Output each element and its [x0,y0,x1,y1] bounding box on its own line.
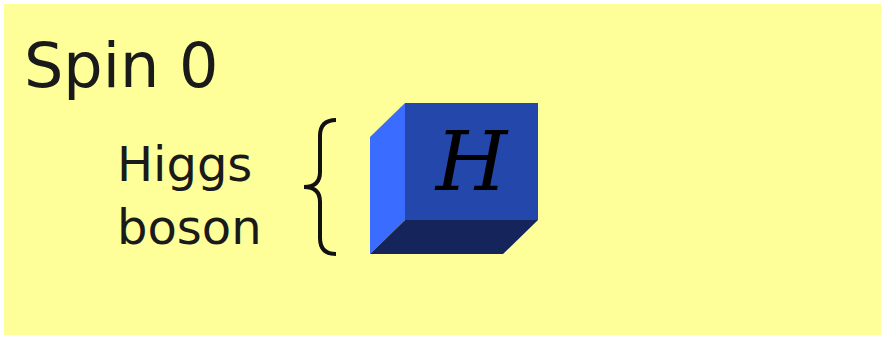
particle-name: Higgs boson [117,133,297,259]
curly-brace [304,120,336,254]
particle-symbol: H [436,121,508,203]
particle-cube: H [405,103,538,220]
panel-background [4,4,881,335]
title: Spin 0 [24,35,218,97]
cube-bottom-face [370,220,538,254]
cube-back-face [405,103,538,220]
